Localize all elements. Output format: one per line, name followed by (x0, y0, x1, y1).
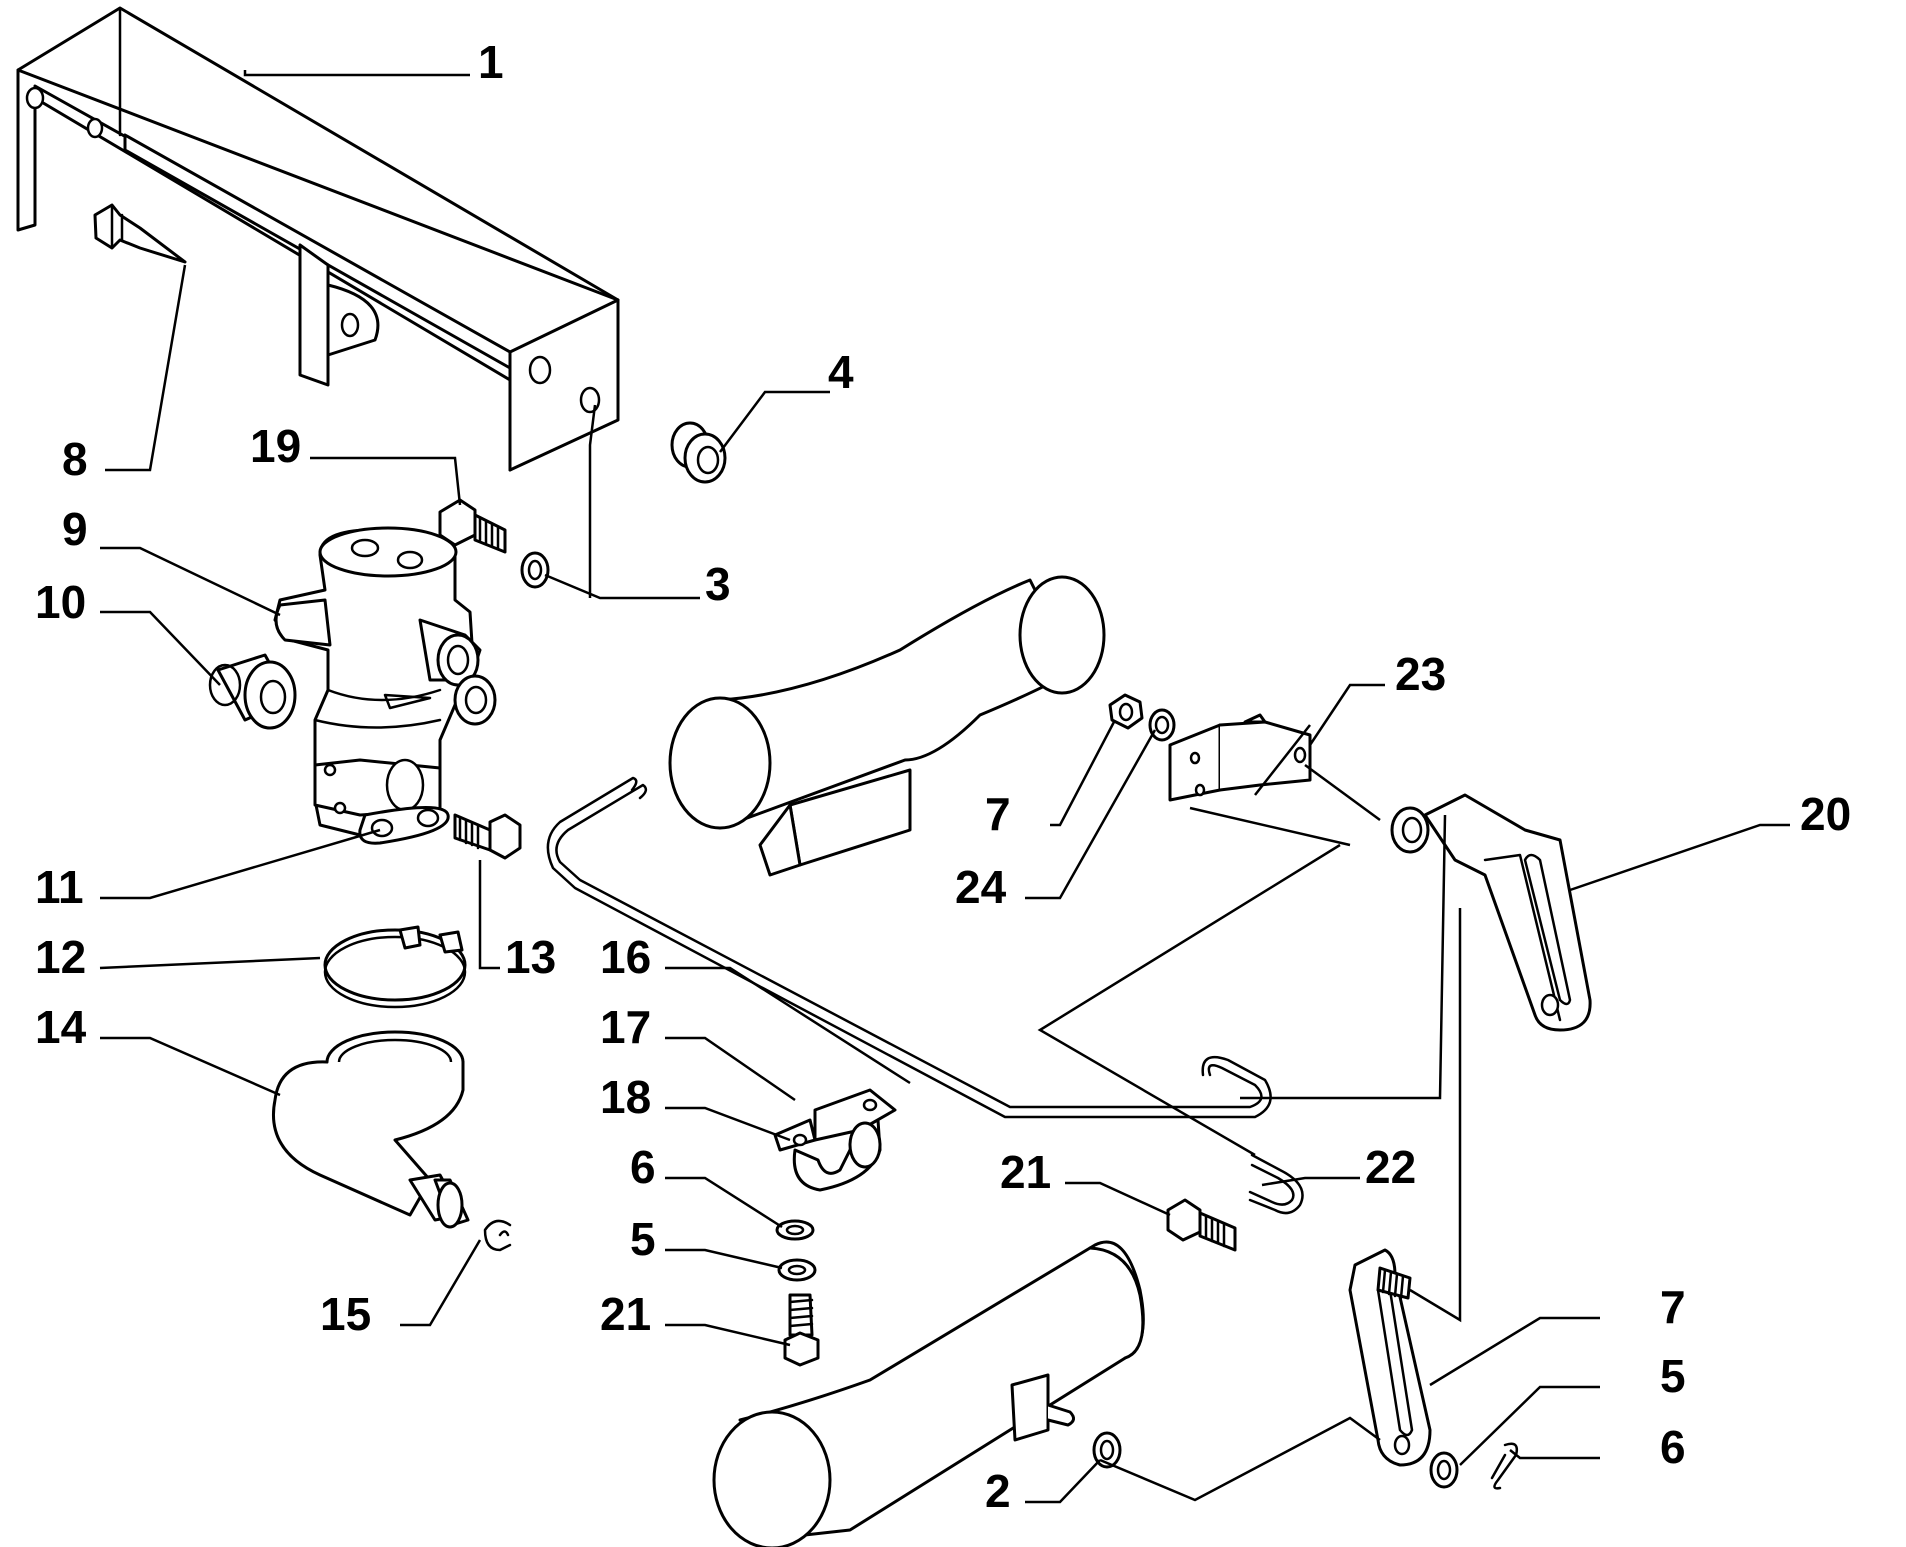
gasket-plate-part-11 (358, 806, 450, 845)
callout-17: 17 (600, 1001, 651, 1053)
cotter-pin-part-6-lower (1490, 1442, 1519, 1490)
nut-part-7-upper (1108, 693, 1144, 730)
callout-7-lower: 7 (1660, 1281, 1686, 1333)
u-bolt-part-22 (1248, 1153, 1304, 1215)
callout-21-middle: 21 (600, 1288, 651, 1340)
washer-part-6-middle (775, 1219, 815, 1241)
callout-1: 1 (478, 36, 504, 88)
callout-22: 22 (1365, 1141, 1416, 1193)
small-bracket-part-23 (1168, 713, 1312, 802)
lower-tank (712, 1240, 1145, 1547)
link-arm-part-7-lower (1348, 1248, 1432, 1467)
callout-10: 10 (35, 576, 86, 628)
callout-6-lower: 6 (1660, 1421, 1686, 1473)
callout-5-lower: 5 (1660, 1350, 1686, 1402)
callout-12: 12 (35, 931, 86, 983)
bushing-part-4 (670, 421, 727, 484)
callout-8: 8 (62, 433, 88, 485)
elbow-fitting-part-14 (272, 1030, 470, 1229)
clamp-ring-part-12 (323, 925, 467, 1009)
callout-24: 24 (955, 861, 1007, 913)
callout-3: 3 (705, 558, 731, 610)
pin-part-8 (93, 203, 187, 264)
callout-9: 9 (62, 503, 88, 555)
washer-part-3 (520, 551, 550, 589)
callout-6-middle: 6 (630, 1141, 656, 1193)
callout-14: 14 (35, 1001, 87, 1053)
strap-clamp-part-17-18 (773, 1088, 897, 1192)
callout-4: 4 (828, 346, 854, 398)
callout-23: 23 (1395, 648, 1446, 700)
callout-labels: 1 4 8 19 9 3 10 23 7 20 24 11 12 13 16 1… (35, 36, 1851, 1517)
callout-19: 19 (250, 420, 301, 472)
callout-7-upper: 7 (985, 788, 1011, 840)
leader-lines (99, 70, 1790, 1504)
callout-11: 11 (35, 861, 84, 913)
washer-part-5-middle (777, 1258, 817, 1282)
washer-part-24 (1148, 708, 1176, 742)
valve-body-part-9 (273, 526, 497, 837)
callout-16: 16 (600, 931, 651, 983)
callout-20: 20 (1800, 788, 1851, 840)
bolt-part-13 (453, 813, 522, 860)
support-arm-part-20 (1390, 793, 1592, 1032)
callout-5-middle: 5 (630, 1213, 656, 1265)
washer-part-2 (1092, 1431, 1122, 1469)
callout-15: 15 (320, 1288, 371, 1340)
callout-13: 13 (505, 931, 556, 983)
washer-part-5-lower (1429, 1451, 1459, 1489)
bolt-part-21-middle (783, 1293, 820, 1367)
callout-2: 2 (985, 1465, 1011, 1517)
coupling-part-10 (208, 653, 297, 730)
callout-21-right: 21 (1000, 1146, 1051, 1198)
tube-rod-part-16 (546, 776, 1272, 1119)
clip-part-15 (483, 1219, 512, 1252)
callout-18: 18 (600, 1071, 651, 1123)
upper-tank (668, 575, 1106, 877)
bolt-part-21-right (1166, 1198, 1237, 1252)
